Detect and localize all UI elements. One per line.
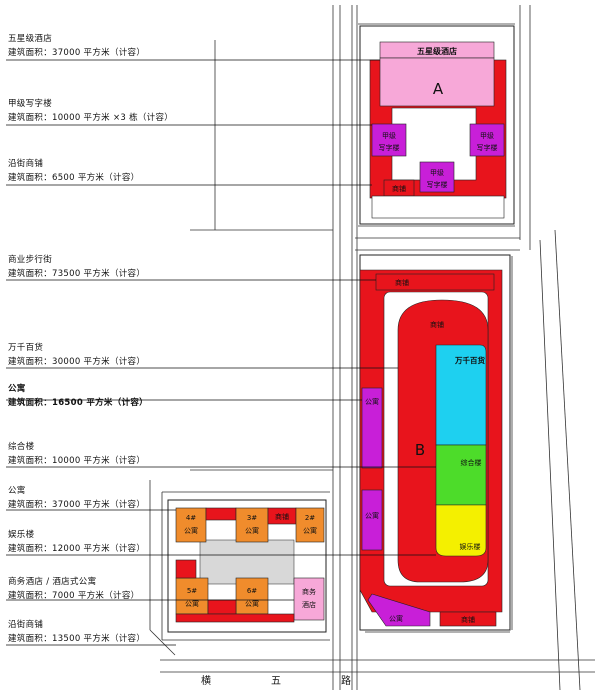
biz-hotel-label-1: 商务 <box>302 587 316 596</box>
bldg-2-label: 公寓 <box>303 526 317 535</box>
legend-title: 沿街商铺 <box>8 620 44 630</box>
apartment-bottom <box>367 593 431 627</box>
apartment-left-1 <box>361 387 383 469</box>
block-b-shop-top-label: 商铺 <box>395 278 409 287</box>
block-b-shop-inner-label: 商铺 <box>430 320 444 329</box>
legend-title: 公寓 <box>8 486 26 496</box>
block-a-letter: A <box>433 80 444 98</box>
office-right-label-2: 写字楼 <box>477 143 498 152</box>
legend-area: 建筑面积：37000 平方米（计容） <box>8 500 146 510</box>
bldg-4-num: 4# <box>186 514 196 522</box>
block-c-shop-label: 商铺 <box>275 512 289 521</box>
office-center-label-2: 写字楼 <box>427 180 448 189</box>
office-right-label-1: 甲级 <box>480 131 494 140</box>
block-c-court <box>199 539 295 585</box>
legend-title: 综合楼 <box>8 442 35 452</box>
bldg-6-strip <box>207 599 237 615</box>
bldg-5-label: 公寓 <box>185 599 199 608</box>
legend-title: 商业步行街 <box>8 255 53 265</box>
legend-area: 建筑面积：37000 平方米（计容） <box>8 48 146 58</box>
legend-area: 建筑面积：13500 平方米（计容） <box>8 634 146 644</box>
apartment-left-2 <box>361 489 383 551</box>
block-c: 4# 公寓 3# 公寓 商铺 2# 公寓 5# 公寓 6# 公寓 商务 酒店 <box>167 499 327 633</box>
legend-area: 建筑面积：6500 平方米（计容） <box>8 173 140 183</box>
hotel-label: 五星级酒店 <box>417 46 457 56</box>
apartment-left-2-label: 公寓 <box>365 511 379 520</box>
legend-area: 建筑面积：30000 平方米（计容） <box>8 357 146 367</box>
block-a: 五星级酒店 A 甲级 写字楼 甲级 写字楼 甲级 写字楼 商铺 <box>359 25 515 225</box>
block-b: 商铺 商铺 万千百货 B 综合楼 娱乐楼 公寓 公寓 公寓 商铺 <box>359 254 511 631</box>
department-store <box>435 344 487 446</box>
road-char-3: 路 <box>341 674 351 687</box>
block-b-bottom-shop <box>439 611 497 627</box>
apartment-left-1-label: 公寓 <box>365 397 379 406</box>
block-b-shop-bottom-label: 商铺 <box>461 615 475 624</box>
biz-hotel-label-2: 酒店 <box>302 600 316 609</box>
apartment-bottom-label: 公寓 <box>389 614 403 623</box>
legend-area: 建筑面积：10000 平方米 ×3 栋（计容） <box>8 113 174 123</box>
block-a-shop-label: 商铺 <box>392 184 406 193</box>
office-right <box>469 123 505 157</box>
leader-lines <box>6 59 436 646</box>
bldg-4-strip <box>205 507 237 521</box>
bldg-3-num: 3# <box>247 514 257 522</box>
legend-area: 建筑面积：7000 平方米（计容） <box>8 591 140 601</box>
bldg-4 <box>175 507 207 543</box>
legend-title: 商务酒店 / 酒店式公寓 <box>8 577 97 587</box>
road-name: 横 五 路 <box>201 674 351 687</box>
legend-title: 公寓 <box>8 384 26 394</box>
bldg-5-num: 5# <box>187 587 197 595</box>
block-b-shop-strip <box>375 273 495 291</box>
bldg-5 <box>175 577 209 615</box>
bldg-5-strip <box>175 559 197 579</box>
entertainment-building <box>435 504 487 557</box>
complex-label: 综合楼 <box>461 458 482 467</box>
block-c-bottom-strip <box>175 613 295 623</box>
road-char-2: 五 <box>271 676 281 687</box>
legend-title: 沿街商铺 <box>8 159 44 169</box>
legend-title: 娱乐楼 <box>8 530 35 540</box>
office-left <box>371 123 407 157</box>
bldg-2 <box>295 507 325 543</box>
complex-building <box>435 444 487 506</box>
block-c-outline <box>167 499 327 633</box>
block-a-white-base <box>371 195 505 219</box>
hotel-body <box>379 57 495 107</box>
legend-area: 建筑面积：73500 平方米（计容） <box>8 269 146 279</box>
legend-title: 甲级写字楼 <box>8 99 53 109</box>
road-char-1: 横 <box>201 674 211 687</box>
bldg-4-label: 公寓 <box>184 526 198 535</box>
legend-title: 五星级酒店 <box>8 34 53 44</box>
bldg-6-num: 6# <box>247 587 257 595</box>
biz-hotel <box>293 577 325 621</box>
office-center-label-1: 甲级 <box>430 168 444 177</box>
department-store-label: 万千百货 <box>454 355 485 365</box>
entertainment-label: 娱乐楼 <box>460 542 481 551</box>
road-lines <box>149 5 595 691</box>
bldg-3-label: 公寓 <box>245 526 259 535</box>
office-center <box>419 161 455 193</box>
bldg-3 <box>235 507 269 543</box>
legend-area: 建筑面积：10000 平方米（计容） <box>8 456 146 466</box>
legend-area: 建筑面积：12000 平方米（计容） <box>8 544 146 554</box>
legend-area: 建筑面积：16500 平方米（计容） <box>8 398 148 408</box>
office-left-label-2: 写字楼 <box>379 143 400 152</box>
bldg-2-num: 2# <box>305 514 315 522</box>
bldg-6 <box>235 577 269 615</box>
bldg-6-label: 公寓 <box>245 599 259 608</box>
office-left-label-1: 甲级 <box>382 131 396 140</box>
block-b-letter: B <box>415 441 425 459</box>
legend-title: 万千百货 <box>8 343 44 353</box>
